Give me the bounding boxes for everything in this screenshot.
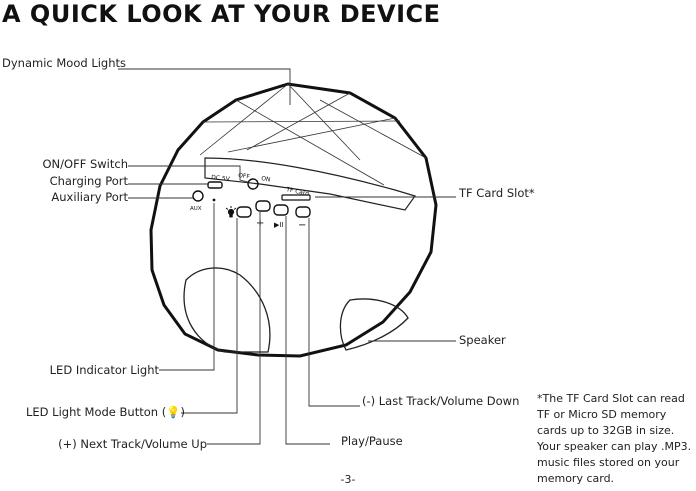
device-dc-text: DC 5V (211, 174, 231, 183)
label-last-track: (-) Last Track/Volume Down (362, 394, 520, 408)
leader-led-indicator (159, 203, 215, 371)
mood-light-facets (199, 83, 427, 186)
device-body (149, 82, 438, 358)
leader-led-mode (181, 218, 238, 414)
label-speaker: Speaker (459, 333, 506, 347)
leader-lines (118, 68, 456, 445)
page-number: -3- (340, 473, 356, 486)
prev-button-shape (295, 206, 311, 218)
aux-port-shape (192, 190, 204, 202)
led-indicator-shape (212, 198, 216, 202)
next-button-shape (255, 200, 271, 212)
speaker-panel (183, 267, 271, 353)
tf-card-note: *The TF Card Slot can read TF or Micro S… (537, 392, 692, 485)
label-next-track: (+) Next Track/Volume Up (58, 437, 207, 451)
label-charging-port: Charging Port (49, 174, 128, 188)
device-off-text: OFF (238, 172, 251, 181)
label-led-mode-button: LED Light Mode Button (💡) (26, 405, 185, 419)
device-play-text: ▶II (274, 221, 284, 229)
led-mode-button-shape (236, 206, 252, 218)
label-led-indicator: LED Indicator Light (49, 363, 159, 377)
device-aux-text: AUX (190, 206, 202, 212)
lightbulb-icon (225, 206, 237, 218)
leader-onoff (128, 165, 249, 183)
speaker-grille (339, 298, 409, 351)
onoff-switch-shape (247, 178, 259, 190)
device-tf-text: TF Card (285, 186, 310, 198)
page-title: A QUICK LOOK AT YOUR DEVICE (2, 0, 441, 28)
leader-mood-lights (118, 68, 291, 105)
leader-last (308, 218, 360, 407)
play-button-shape (273, 204, 289, 216)
label-aux-port: Auxiliary Port (51, 190, 128, 204)
label-play-pause: Play/Pause (341, 434, 403, 448)
leader-play (285, 216, 330, 445)
label-tf-slot: TF Card Slot* (459, 186, 535, 200)
device-minus-text: − (298, 220, 306, 231)
device-on-text: ON (261, 175, 271, 183)
label-onoff-switch: ON/OFF Switch (42, 157, 129, 171)
leader-next (207, 212, 261, 445)
label-mood-lights: Dynamic Mood Lights (2, 56, 127, 70)
charging-port-shape (207, 181, 223, 189)
tf-slot-shape (281, 194, 311, 201)
